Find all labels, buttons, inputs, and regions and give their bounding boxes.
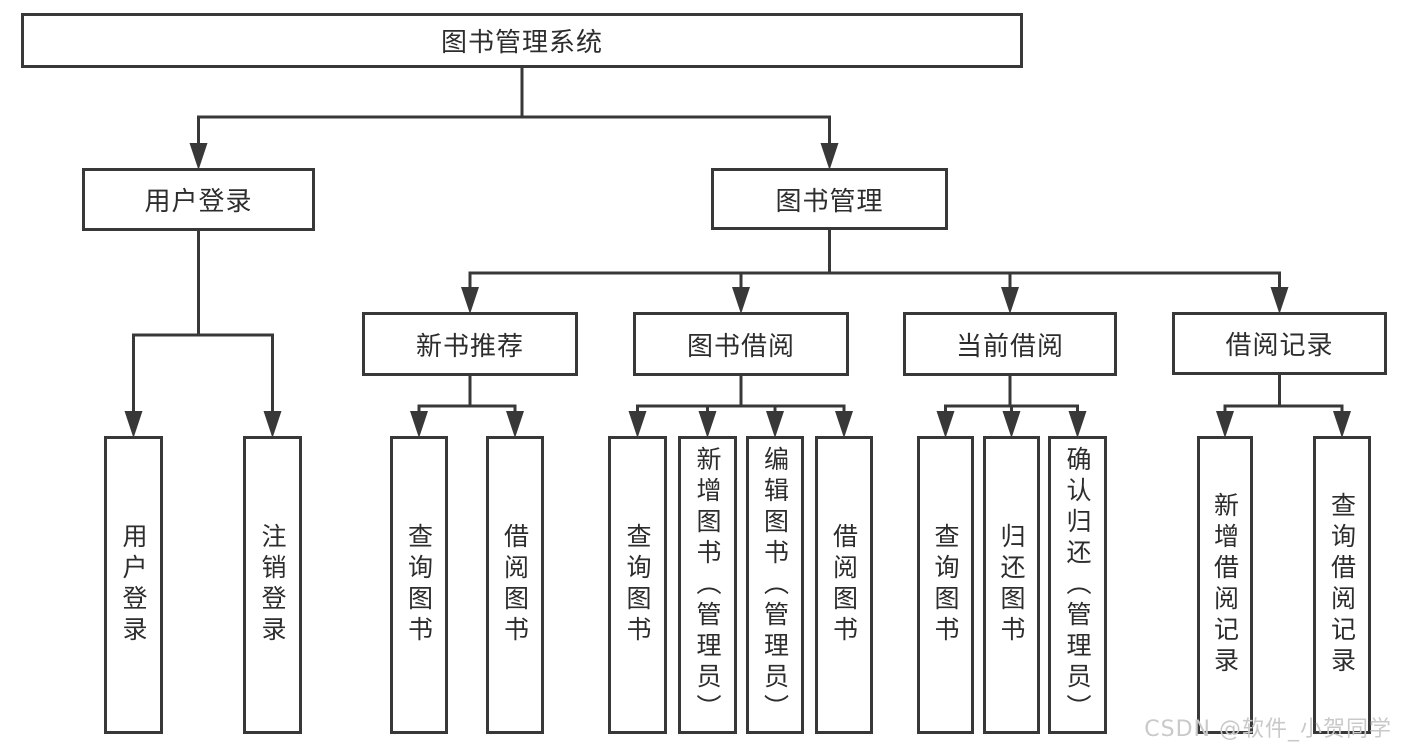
- arrowhead-icon: [1068, 411, 1087, 438]
- node-user-login: 用户登录: [82, 168, 315, 231]
- node-book-borrow: 图书借阅: [633, 312, 849, 376]
- node-leaf-query-book-current: 查询图书: [917, 436, 974, 734]
- node-leaf-borrow-book-borrow: 借阅图书: [815, 436, 873, 734]
- arrowhead-icon: [124, 411, 143, 438]
- arrowhead-icon: [936, 411, 955, 438]
- arrowhead-icon: [1002, 411, 1021, 438]
- node-leaf-logout-login: 注销登录: [243, 436, 302, 734]
- arrowhead-icon: [189, 143, 208, 170]
- arrowhead-icon: [835, 411, 853, 438]
- watermark-text: CSDN @软件_小贺同学: [1144, 717, 1392, 742]
- arrowhead-icon: [732, 287, 750, 314]
- arrowhead-icon: [263, 411, 282, 438]
- node-leaf-query-book-recommend: 查询图书: [390, 436, 448, 734]
- node-book-mgmt: 图书管理: [711, 168, 948, 230]
- arrowhead-icon: [698, 411, 717, 438]
- arrowhead-icon: [628, 411, 647, 438]
- arrowhead-icon: [506, 411, 524, 438]
- arrowhead-icon: [1001, 287, 1019, 314]
- node-leaf-return-book: 归还图书: [983, 436, 1040, 734]
- arrowhead-icon: [410, 411, 428, 438]
- arrowhead-icon: [820, 143, 839, 170]
- arrowhead-icon: [1270, 287, 1289, 314]
- arrowhead-icon: [766, 411, 784, 438]
- node-leaf-edit-book-admin: 编辑图书（管理员）: [746, 436, 804, 734]
- node-root: 图书管理系统: [21, 13, 1023, 68]
- arrowhead-icon: [1216, 411, 1234, 438]
- node-new-book-recommend: 新书推荐: [362, 312, 578, 376]
- arrowhead-icon: [1333, 411, 1351, 438]
- node-current-borrow: 当前借阅: [903, 312, 1117, 376]
- node-leaf-add-book-admin: 新增图书（管理员）: [678, 436, 737, 734]
- node-borrow-record: 借阅记录: [1172, 312, 1387, 375]
- node-leaf-user-login: 用户登录: [104, 436, 163, 734]
- arrowhead-icon: [461, 287, 479, 314]
- node-leaf-add-borrow-record: 新增借阅记录: [1197, 436, 1253, 734]
- node-leaf-borrow-book-recommend: 借阅图书: [486, 436, 544, 734]
- node-leaf-query-borrow-record: 查询借阅记录: [1313, 436, 1371, 734]
- node-leaf-confirm-return-admin: 确认归还（管理员）: [1048, 436, 1107, 734]
- node-leaf-query-book-borrow: 查询图书: [608, 436, 667, 734]
